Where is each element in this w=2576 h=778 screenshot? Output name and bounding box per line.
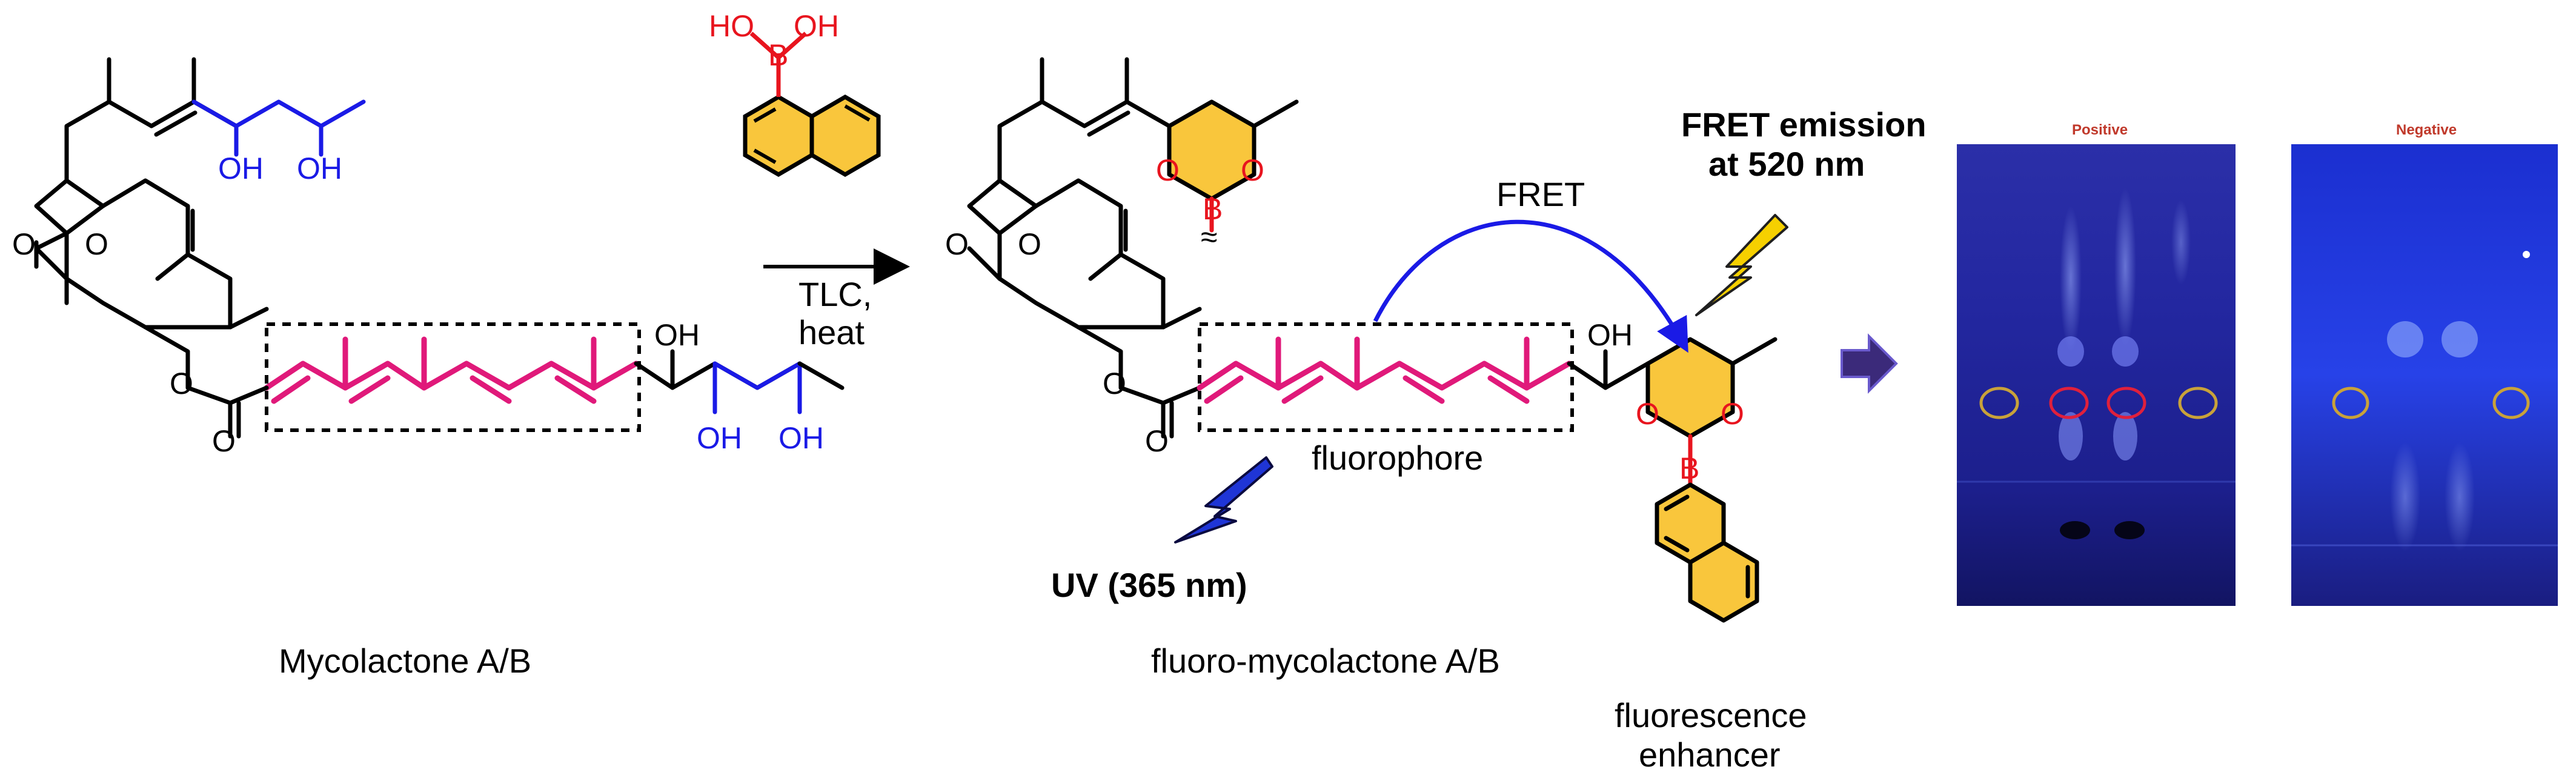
- enhancer-label-line1: fluorescence: [1615, 696, 1807, 734]
- mol2-fluorophore-box: [1198, 322, 1574, 432]
- mol2-squiggle: ≈: [1201, 220, 1217, 254]
- mol1-oh-5: OH: [778, 421, 824, 455]
- fluoro-mycolactone-structure: [967, 57, 1299, 439]
- spot-circles-negative: [2332, 387, 2530, 419]
- fret-bolt-icon: [1695, 214, 1788, 316]
- mol2-right-o-left: O: [1636, 397, 1659, 431]
- spot-circle: [1979, 387, 2019, 419]
- fluoro-mycolactone-caption: fluoro-mycolactone A/B: [1151, 642, 1500, 680]
- reagent-oh: OH: [794, 9, 839, 43]
- fret-label: FRET: [1496, 175, 1585, 213]
- mycolactone-caption: Mycolactone A/B: [279, 642, 531, 680]
- enhancer-label-line2: enhancer: [1639, 736, 1781, 774]
- fret-emission-line2: at 520 nm: [1708, 145, 1865, 183]
- tlc-plate-negative: Negative: [2291, 122, 2558, 606]
- mol2-polyene: [1197, 336, 1572, 404]
- mol2-boron: B: [1203, 192, 1223, 226]
- fluorophore-label: fluorophore: [1312, 439, 1483, 477]
- mol1-oh-3: OH: [654, 318, 700, 352]
- spot-circle: [2049, 387, 2089, 419]
- mol1-ester-o: O: [170, 367, 193, 401]
- mol2-oh: OH: [1587, 318, 1633, 352]
- mol2-carbonyl-o: O: [945, 227, 969, 261]
- mol2-right-ring: [1567, 337, 1778, 623]
- naphthylboronic-acid: [743, 32, 881, 178]
- reagent-ho: HO: [709, 9, 754, 43]
- plate-title-negative: Negative: [2396, 122, 2457, 138]
- mol2-boron-o-left: O: [1156, 153, 1180, 187]
- mol1-carbonyl-o: O: [12, 227, 36, 261]
- mol1-oh-4: OH: [697, 421, 742, 455]
- mol1-ring-o: O: [85, 227, 108, 261]
- spot-circle: [2106, 387, 2146, 419]
- mol1-polyene: [264, 336, 639, 404]
- mol2-boron-o-right: O: [1241, 153, 1264, 187]
- mycolactone-structure: [34, 57, 366, 405]
- result-arrow-icon: [1841, 333, 1898, 394]
- spot-circle: [2492, 387, 2530, 419]
- fret-emission-line1: FRET emission: [1681, 105, 1927, 144]
- mol1-oh-1: OH: [218, 151, 264, 185]
- mol2-ester-o: O: [1103, 367, 1126, 401]
- spot-circles-positive: [1979, 387, 2218, 419]
- uv-label: UV (365 nm): [1051, 566, 1247, 604]
- reagent-b: B: [768, 38, 788, 72]
- plate-title-positive: Positive: [2072, 122, 2128, 138]
- mol2-right-boron: B: [1679, 451, 1699, 485]
- mol2-right-o-right: O: [1721, 397, 1744, 431]
- conditions-line1: TLC,: [798, 275, 872, 313]
- conditions-line2: heat: [798, 313, 865, 351]
- spot-circle: [2332, 387, 2369, 419]
- spot-circle: [2178, 387, 2218, 419]
- mol1-fluorophore-box: [265, 322, 641, 432]
- tlc-plate-positive: Positive: [1957, 122, 2236, 606]
- mol2-carbonyl-o-2: O: [1145, 424, 1169, 458]
- fret-arrow: [1373, 219, 1688, 353]
- mol1-oh-2: OH: [297, 151, 342, 185]
- uv-bolt-icon: [1174, 456, 1273, 544]
- mol2-ring-o: O: [1018, 227, 1041, 261]
